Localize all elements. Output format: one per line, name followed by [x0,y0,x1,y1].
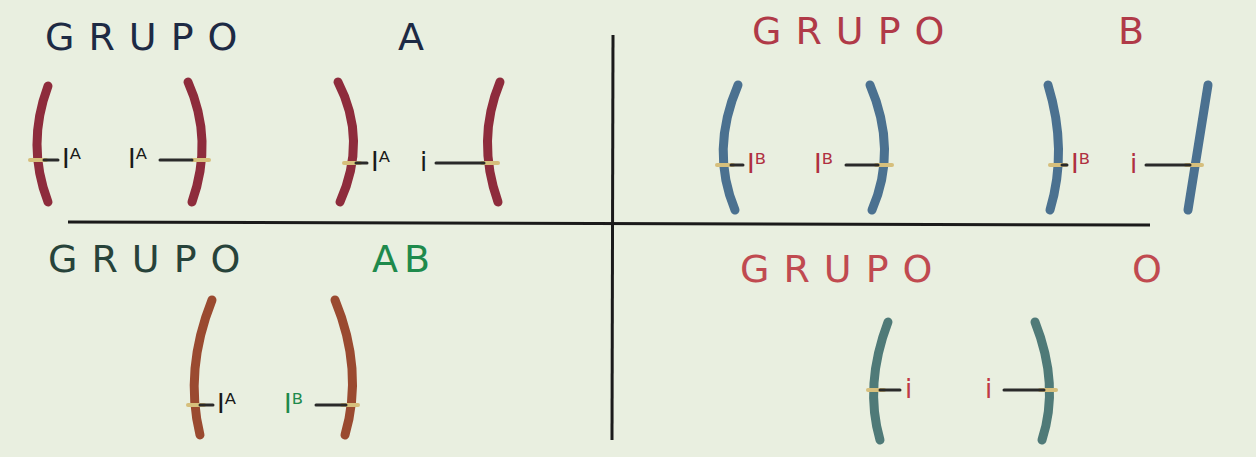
group-heading: GRUPO [45,15,252,61]
blood-type-letter: A [398,15,430,61]
allele-symbol: i [420,147,427,178]
allele-symbol: Iᴬ [128,144,147,175]
chromosome-pair [874,322,1050,440]
locus-dash [44,160,1190,405]
allele-symbol: i [1130,149,1137,180]
chromosome-pair [194,300,352,435]
group-heading: GRUPO [752,9,959,55]
allele-symbol: Iᴮ [1071,149,1090,180]
blood-type-letter: B [1118,9,1150,55]
allele-symbol: Iᴬ [217,389,236,420]
allele-symbol: Iᴮ [814,149,833,180]
group-heading: GRUPO [740,247,947,293]
blood-type-letter: O [1132,247,1168,293]
allele-symbol: Iᴬ [62,144,81,175]
divider-line [68,222,1150,225]
allele-symbol: i [985,374,992,405]
allele-symbol: Iᴮ [284,389,303,420]
group-heading: GRUPO [48,237,255,283]
chromosome-pair [723,85,1208,210]
blood-type-letter: AB [372,237,436,283]
chromosome-pair [37,82,500,202]
allele-symbol: Iᴬ [371,147,390,178]
locus-band [30,160,1202,405]
allele-symbol: i [905,374,912,405]
allele-symbol: Iᴮ [747,149,766,180]
divider-line [612,35,613,440]
